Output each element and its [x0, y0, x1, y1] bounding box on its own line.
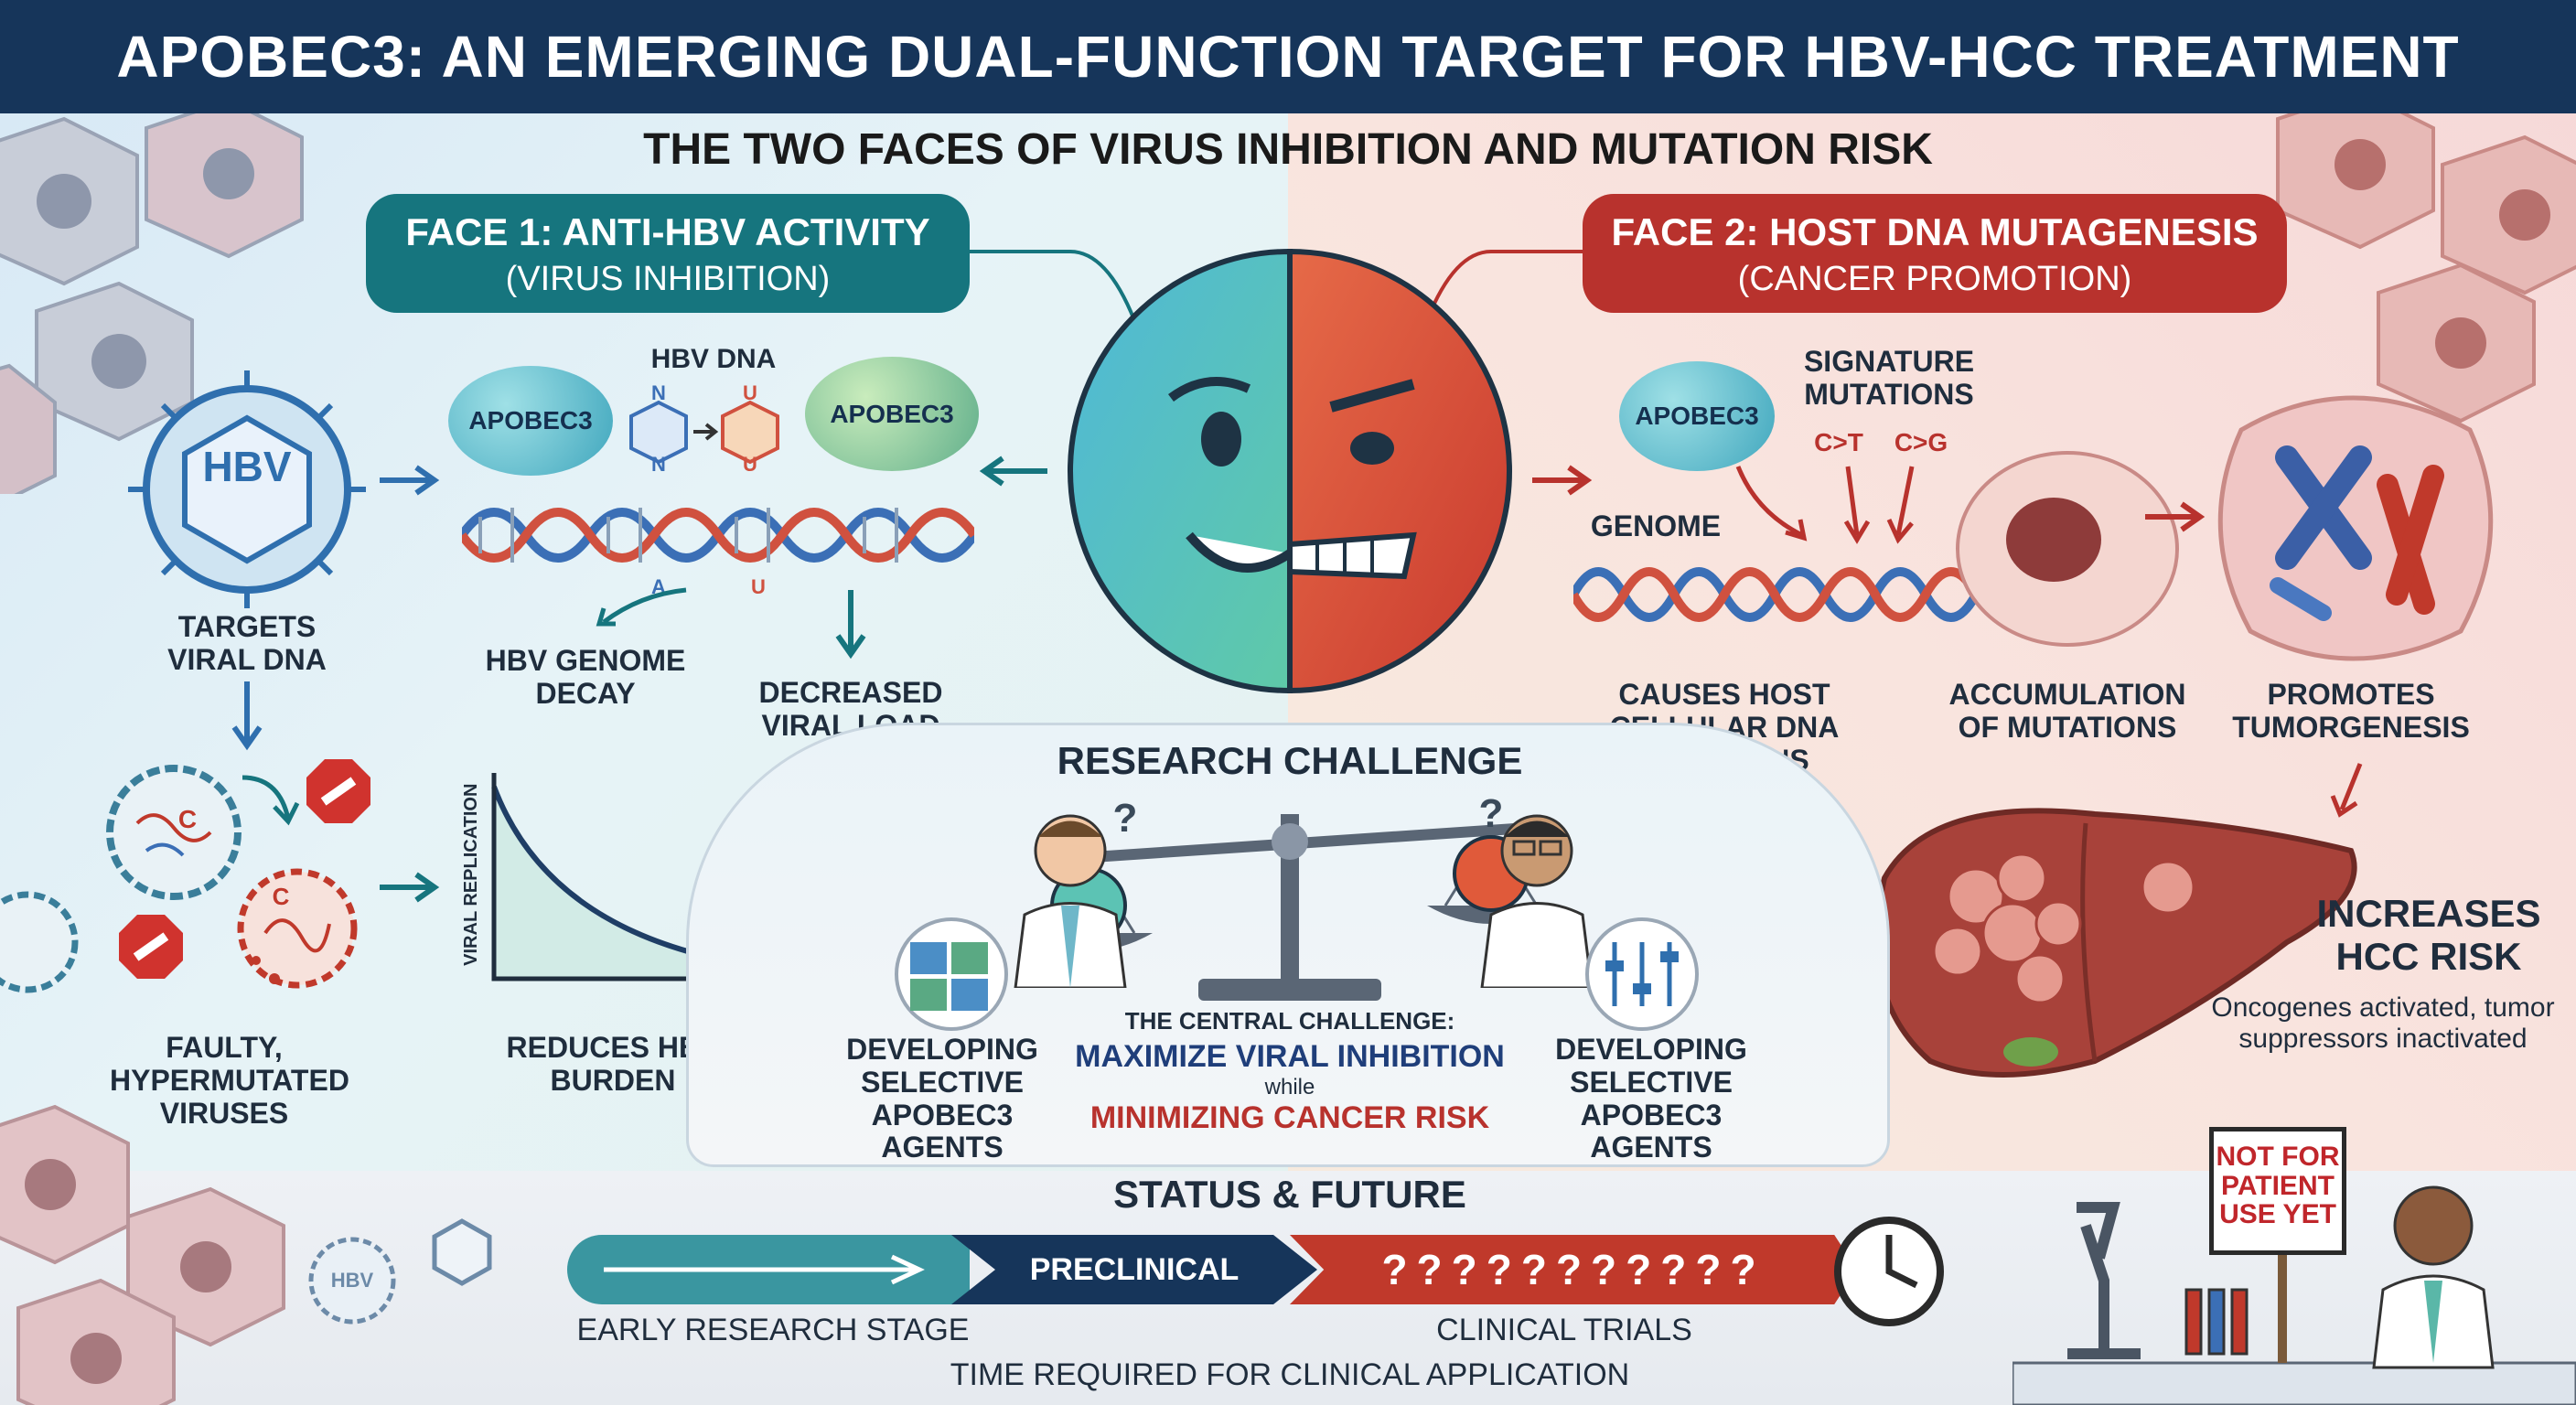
host-dna-helix — [1573, 567, 1976, 622]
arrow-face-to-genome-icon — [1532, 465, 1593, 496]
maximize-label: MAXIMIZE VIRAL INHIBITION — [1075, 1039, 1505, 1074]
host-cell-icon — [1956, 451, 2179, 647]
timeline-early-segment — [567, 1235, 970, 1304]
mutation-ct-label: C>T — [1814, 428, 1863, 456]
face1-subtitle: (VIRUS INHIBITION) — [505, 260, 831, 298]
hbv-virus-icon — [128, 370, 366, 608]
increases-hcc-risk-label: INCREASES HCC RISK — [2316, 892, 2541, 979]
accumulation-label: ACCUMULATION OF MUTATIONS — [1948, 678, 2186, 744]
dual-face-icon — [1068, 248, 1512, 694]
genome-label: GENOME — [1590, 509, 1722, 542]
early-research-label: EARLY RESEARCH STAGE — [576, 1313, 970, 1347]
central-challenge-label: THE CENTRAL CHALLENGE: — [1124, 1007, 1455, 1035]
clinical-trials-label: CLINICAL TRIALS — [1436, 1313, 1692, 1347]
apobec3-enzyme-host: APOBEC3 — [1619, 361, 1775, 471]
mutation-arrows-icon — [1735, 466, 1915, 544]
genome-decay-label: HBV GENOME DECAY — [485, 644, 686, 710]
cell-cluster-topleft-icon — [0, 110, 304, 494]
base-n-bottom: N — [651, 453, 666, 476]
hypermutated-virus-icon — [237, 868, 358, 989]
promotes-tumorgenesis-label: PROMOTES TUMORGENESIS — [2232, 678, 2470, 744]
base-n-top: N — [651, 381, 666, 404]
face2-subtitle: (CANCER PROMOTION) — [1737, 260, 2132, 298]
virus-c2-label: C — [272, 883, 290, 910]
arrow-decreased-load-icon — [835, 590, 866, 660]
puzzle-icon — [895, 917, 1008, 1031]
main-title: APOBEC3: AN EMERGING DUAL-FUNCTION TARGE… — [0, 0, 2576, 113]
faulty-viruses-label: FAULTY, HYPERMUTATED VIRUSES — [110, 1031, 349, 1130]
arrow-to-dna-icon — [380, 465, 440, 496]
question-mark-left: ? — [1112, 796, 1138, 841]
scientist-left-icon — [1014, 814, 1127, 988]
face1-title-box: FACE 1: ANTI-HBV ACTIVITY (VIRUS INHIBIT… — [366, 194, 970, 313]
reduces-hbv-burden-label: REDUCES HBV BURDEN — [506, 1031, 720, 1097]
arrow-to-tumor-cell-icon — [2145, 501, 2206, 532]
base-u-top: U — [743, 381, 757, 404]
signature-mutations-label: SIGNATURE MUTATIONS — [1803, 345, 1975, 411]
liver-icon — [1873, 808, 2357, 1078]
face2-title: FACE 2: HOST DNA MUTAGENESIS — [1611, 210, 2259, 253]
arrow-from-face-icon — [979, 456, 1047, 487]
minimizing-label: MINIMIZING CANCER RISK — [1089, 1100, 1490, 1135]
timeline-preclinical-segment: PRECLINICAL — [951, 1235, 1317, 1304]
y-axis-viral-replication: VIRAL REPLICATION — [460, 783, 481, 966]
apobec3-enzyme-left: APOBEC3 — [448, 366, 613, 476]
page-subtitle: THE TWO FACES OF VIRUS INHIBITION AND MU… — [643, 125, 1933, 174]
arrow-to-graph-icon — [380, 872, 440, 903]
scientist-right-icon — [1480, 814, 1594, 988]
base-u-bottom: U — [743, 453, 757, 476]
cell-cluster-bottomleft-icon — [0, 1104, 285, 1405]
timeline-unknown-segment: ??????????? — [1290, 1235, 1857, 1304]
cell-cluster-topright-icon — [2276, 110, 2576, 424]
arrow-genome-decay-icon — [596, 587, 687, 627]
status-future-title: STATUS & FUTURE — [1113, 1173, 1466, 1216]
apobec3-enzyme-right: APOBEC3 — [805, 357, 979, 471]
hbv-dna-helix — [462, 508, 974, 563]
arrow-right-icon — [604, 1254, 925, 1285]
question-mark-right: ? — [1478, 791, 1504, 836]
hbv-dna-label: HBV DNA — [650, 344, 777, 374]
sliders-icon — [1585, 917, 1699, 1031]
arrow-down-targets-icon — [231, 681, 263, 751]
virus-cluster-left-icon — [0, 891, 183, 993]
stop-sign-icon — [242, 759, 370, 826]
infected-virus-icon — [106, 765, 242, 900]
time-required-label: TIME REQUIRED FOR CLINICAL APPLICATION — [950, 1357, 1630, 1392]
hbv-label: HBV — [202, 443, 292, 490]
face1-title: FACE 1: ANTI-HBV ACTIVITY — [405, 210, 930, 253]
arrow-to-liver-icon — [2330, 763, 2363, 818]
clock-icon — [1834, 1217, 1944, 1326]
lab-scene-icon — [2012, 1185, 2576, 1405]
not-for-patient-sign: NOT FOR PATIENT USE YET — [2209, 1127, 2346, 1255]
face2-title-box: FACE 2: HOST DNA MUTAGENESIS (CANCER PRO… — [1583, 194, 2287, 313]
virus-c-label: C — [177, 805, 198, 833]
mutation-cg-label: C>G — [1894, 428, 1948, 456]
developing-agents-right: DEVELOPING SELECTIVE APOBEC3 AGENTS — [1555, 1033, 1747, 1164]
base-conversion-icon — [629, 400, 779, 465]
small-virus-cluster-icon — [308, 1218, 492, 1325]
small-hbv-label: HBV — [330, 1269, 374, 1292]
tumor-cell-chromosomes-icon — [2217, 395, 2494, 661]
targets-viral-dna-label: TARGETS VIRAL DNA — [167, 610, 327, 676]
while-label: while — [1264, 1075, 1315, 1099]
developing-agents-left: DEVELOPING SELECTIVE APOBEC3 AGENTS — [846, 1033, 1038, 1164]
base-u-label: U — [751, 575, 766, 598]
oncogenes-label: Oncogenes activated, tumor suppressors i… — [2211, 992, 2555, 1054]
research-challenge-title: RESEARCH CHALLENGE — [1057, 739, 1523, 782]
